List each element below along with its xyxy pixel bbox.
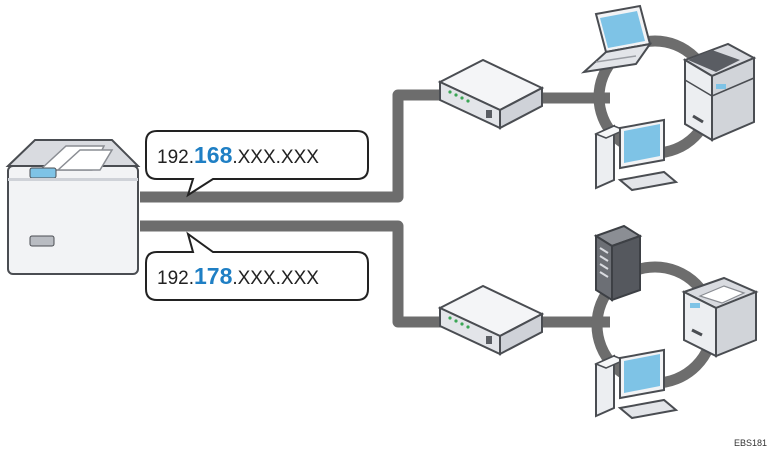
network-hub-lower: [437, 284, 545, 356]
figure-code: EBS181: [734, 438, 767, 448]
network-printer-lower: [681, 276, 759, 358]
ip-bubble-lower: 192.178.XXX.XXX: [145, 231, 369, 301]
laptop-computer: [580, 4, 653, 74]
server-tower: [593, 224, 643, 302]
ip-bubble-upper: 192.168.XXX.XXX: [145, 130, 369, 198]
ip-segment-lower: 178: [194, 263, 233, 289]
network-hub-upper: [437, 58, 545, 130]
ip-segment-upper: 168: [194, 142, 233, 168]
cable-lower: [140, 220, 448, 328]
main-printer: [5, 139, 141, 275]
cable-upper: [140, 89, 448, 203]
ip-suffix-upper: .XXX.XXX: [232, 147, 319, 168]
desktop-computer-upper: [594, 118, 679, 192]
cables: [140, 35, 719, 389]
desktop-computer-lower: [594, 348, 679, 420]
ip-address-lower: 192.178.XXX.XXX: [157, 263, 319, 289]
ip-suffix-lower: .XXX.XXX: [232, 268, 319, 289]
ip-prefix-upper: 192.: [157, 147, 194, 168]
multifunction-printer: [682, 42, 757, 142]
ip-address-upper: 192.168.XXX.XXX: [157, 142, 319, 168]
ip-prefix-lower: 192.: [157, 268, 194, 289]
